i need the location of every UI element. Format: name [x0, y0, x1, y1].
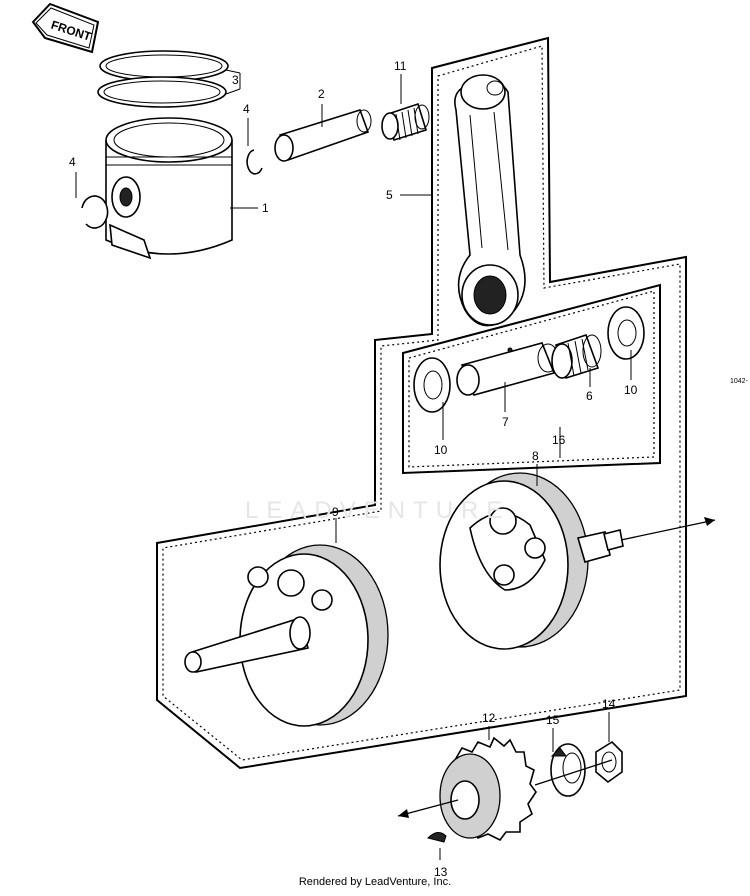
callout-12: 12 — [482, 711, 496, 725]
crank-pin — [456, 342, 559, 396]
piston — [105, 117, 233, 260]
thrust-washer-left — [413, 357, 451, 413]
circlip-left — [81, 195, 109, 229]
diagram-reference-code: 1042- — [730, 378, 748, 385]
thrust-washer-right — [607, 306, 645, 360]
gear — [397, 736, 537, 842]
footer-credit: Rendered by LeadVenture, Inc. — [298, 876, 452, 888]
callout-11: 11 — [394, 59, 407, 73]
small-end-bearing — [381, 102, 430, 142]
big-end-bearing — [551, 333, 602, 380]
callout-5: 5 — [386, 188, 393, 202]
callout-2: 2 — [318, 87, 325, 101]
callout-4-left: 4 — [69, 155, 76, 169]
watermark: LEADVENTURE — [245, 497, 511, 524]
connecting-rod-kit-frame — [402, 283, 661, 475]
callout-7: 7 — [502, 415, 509, 429]
callout-10-right: 10 — [624, 383, 638, 397]
callout-16: 16 — [552, 433, 566, 447]
front-direction-arrow: FRONT — [31, 2, 100, 54]
washer — [550, 743, 586, 797]
crankshaft-left-half — [184, 544, 389, 727]
callout-14: 14 — [602, 697, 616, 711]
callout-1: 1 — [262, 201, 269, 215]
woodruff-key — [427, 832, 447, 843]
nut — [534, 740, 623, 786]
connecting-rod — [454, 74, 526, 327]
callout-13: 13 — [434, 865, 448, 879]
piston-rings — [97, 50, 241, 108]
leader-lines — [75, 74, 632, 860]
crankshaft-assembly-frame — [156, 36, 687, 770]
callout-9: 9 — [332, 505, 339, 519]
circlip-right — [246, 149, 263, 175]
callout-6: 6 — [586, 389, 593, 403]
callout-3: 3 — [232, 73, 239, 87]
callout-4-right: 4 — [243, 102, 250, 116]
callout-8: 8 — [532, 449, 539, 463]
callout-15: 15 — [546, 713, 560, 727]
piston-pin — [274, 109, 372, 162]
crankshaft-right-half — [439, 472, 716, 650]
callout-10-left: 10 — [434, 443, 448, 457]
part-callouts: 1 2 3 4 4 5 6 7 8 9 10 10 11 12 13 14 15… — [69, 59, 638, 879]
